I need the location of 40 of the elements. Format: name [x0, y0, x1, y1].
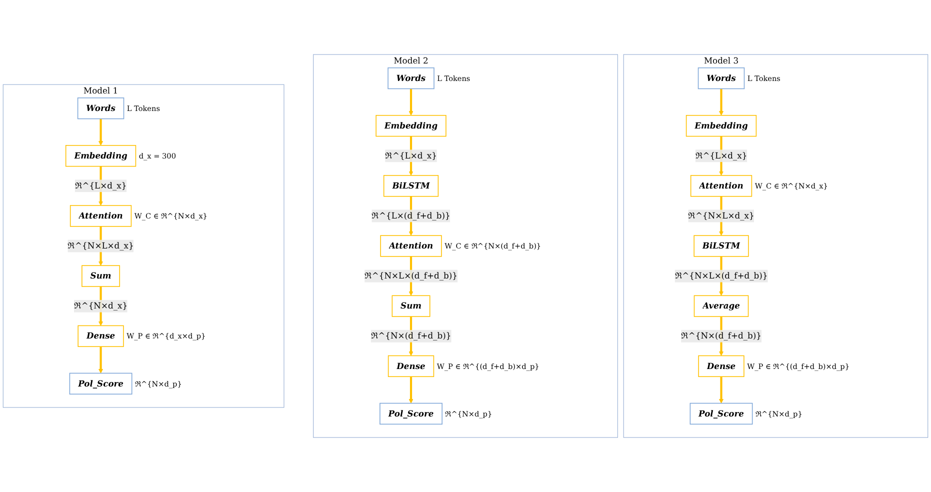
edge-label: ℜ^{L×(d_f+d_b)} [372, 210, 450, 221]
node-box [392, 295, 430, 317]
node-box [380, 235, 442, 257]
cluster [623, 54, 928, 438]
edge-label: ℜ^{N×L×d_x} [688, 210, 754, 221]
node-box [383, 175, 439, 197]
node-box [388, 67, 434, 90]
node-box [65, 145, 136, 167]
edge-label: ℜ^{N×L×d_x} [68, 240, 134, 251]
node-box [77, 97, 124, 120]
arrow [718, 88, 724, 116]
node-box [78, 325, 124, 347]
node-box [694, 235, 749, 257]
edge-label: ℜ^{L×d_x} [74, 180, 127, 191]
edge-label: ℜ^{L×d_x} [385, 150, 437, 161]
arrow [408, 88, 414, 116]
node-box [69, 372, 132, 395]
arrow [408, 376, 414, 404]
node-box [380, 402, 442, 425]
node-box [698, 355, 744, 378]
edge-label: ℜ^{N×(d_f+d_b)} [370, 330, 452, 341]
edge-label: ℜ^{L×d_x} [695, 150, 748, 161]
edge-label: ℜ^{N×L×(d_f+d_b)} [674, 270, 768, 281]
edge-label: ℜ^{N×L×(d_f+d_b)} [364, 270, 458, 281]
cluster [2, 84, 284, 408]
arrow [98, 118, 104, 146]
arrow [718, 376, 724, 404]
node-box [690, 175, 752, 197]
node-box [376, 114, 446, 137]
node-box [698, 67, 745, 90]
node-box [694, 295, 749, 317]
node-box [686, 114, 757, 137]
node-box [70, 205, 132, 227]
edge-label: ℜ^{N×d_x} [74, 300, 128, 311]
node-box [82, 265, 120, 287]
cluster [313, 54, 618, 438]
node-box [388, 355, 434, 378]
arrow [98, 346, 104, 374]
node-box [690, 402, 753, 425]
edge-label: ℜ^{N×(d_f+d_b)} [681, 330, 762, 341]
